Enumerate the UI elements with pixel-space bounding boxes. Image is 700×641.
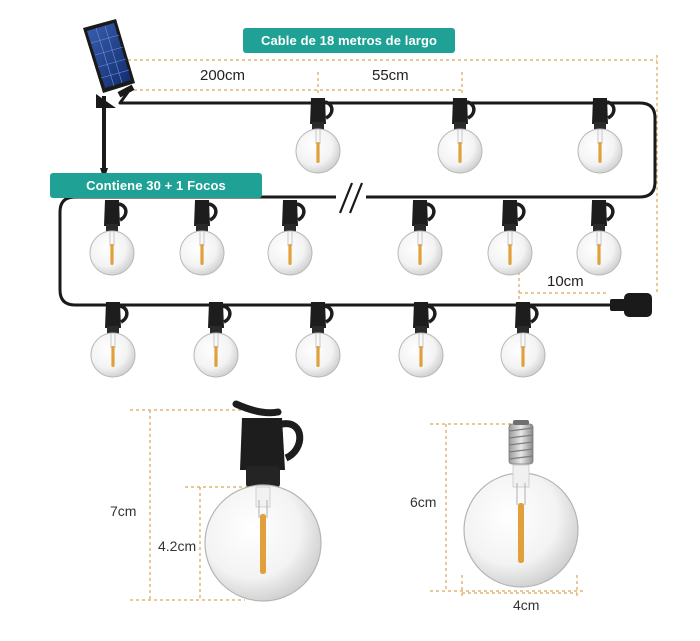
string-cable [58,91,657,307]
bulb-icon [88,198,136,277]
bulb-icon [294,300,342,379]
bulb-icon [294,96,342,175]
bulb-count-banner: Contiene 30 + 1 Focos [50,173,262,198]
cable-break-icon [336,182,366,214]
bulb-icon [576,96,624,175]
bulb-icon [266,198,314,277]
bulb-icon [89,300,137,379]
end-lead-label: 10cm [547,273,584,290]
bulb-only-height-label: 4.2cm [158,538,197,554]
bulb-icon [178,198,226,277]
bulb-icon [397,300,445,379]
bulb-icon [192,300,240,379]
bare-bulb-diameter-label: 4cm [513,597,540,613]
solar-panel-icon [83,19,135,180]
bulb-icon [499,300,547,379]
bulb-icon [436,96,484,175]
bulb-spacing-label: 55cm [372,67,409,84]
bulb-icon [396,198,444,277]
cable-length-guides [128,55,658,300]
bare-bulb-height-label: 6cm [410,494,437,510]
bulb-icon [575,198,623,277]
bare-bulb-detail [430,420,585,598]
socket-bulb-detail [130,400,322,602]
bulb-icon [486,198,534,277]
cable-length-banner: Cable de 18 metros de largo [243,28,455,53]
socket-bulb-height-label: 7cm [110,503,137,519]
end-connector-icon [610,293,652,317]
solar-to-first-label: 200cm [200,67,246,84]
